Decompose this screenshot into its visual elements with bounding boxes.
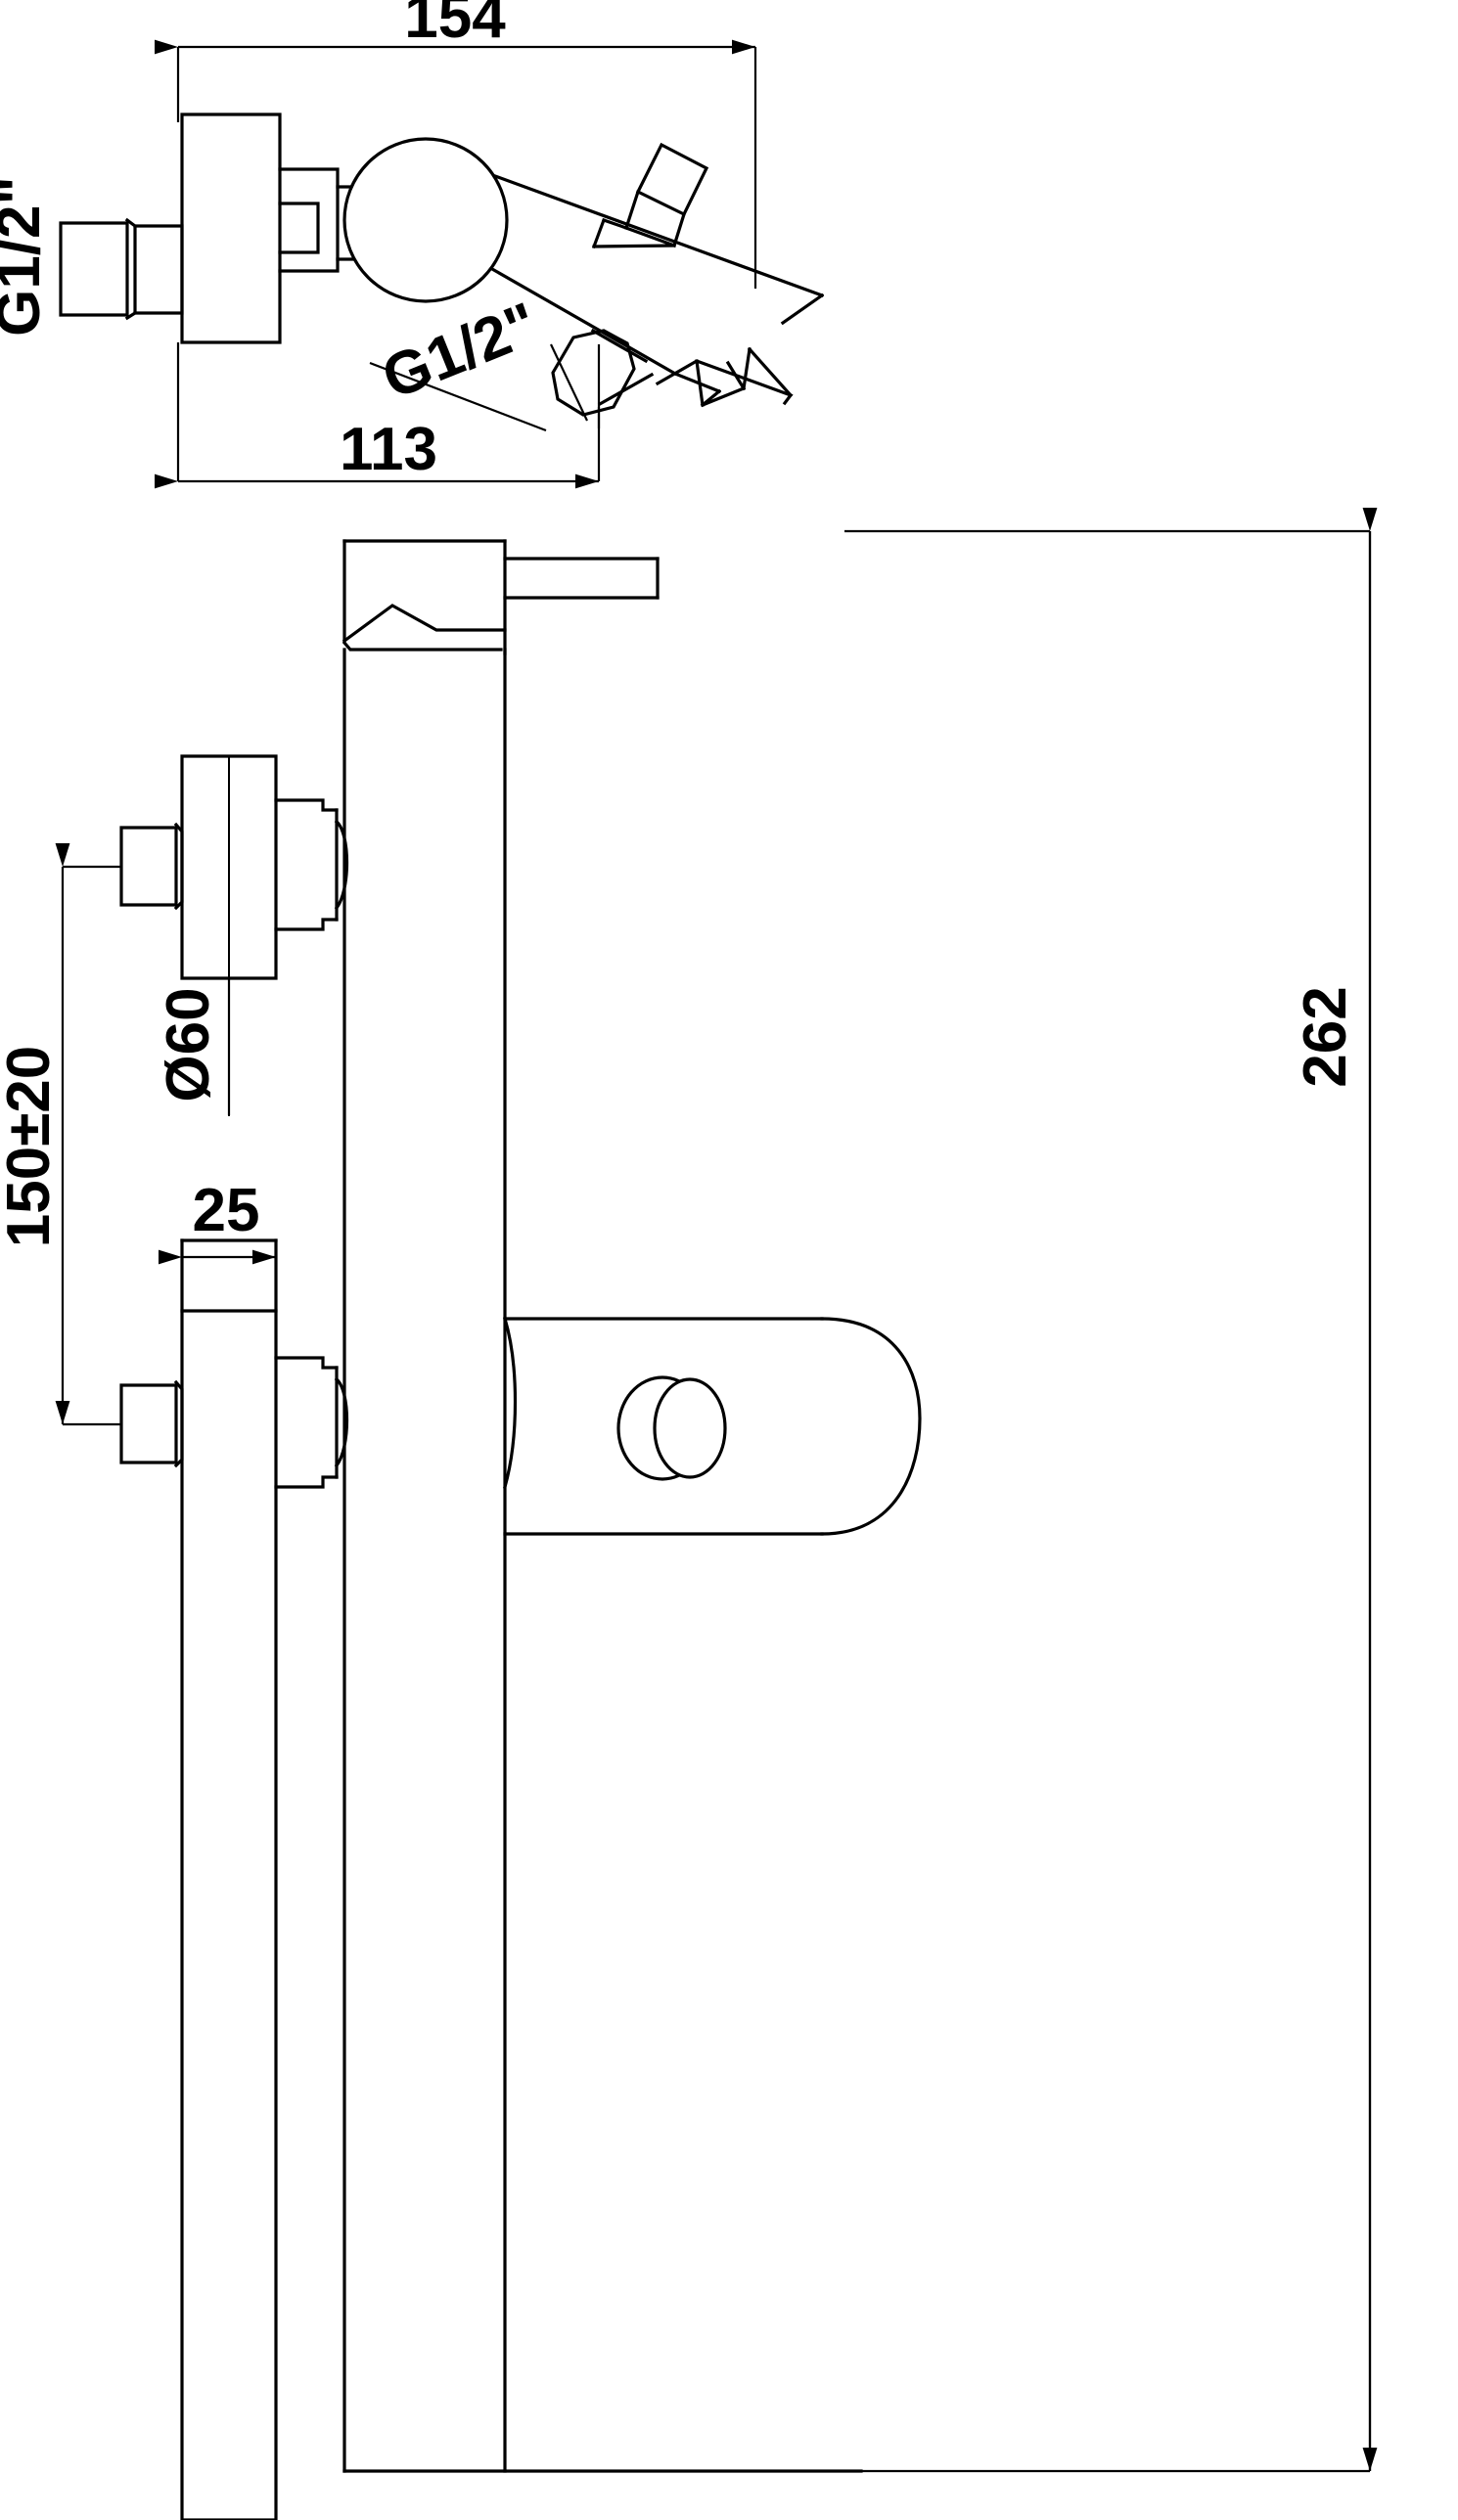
front-lever-handle: [342, 539, 660, 655]
dimension-262: [844, 507, 1378, 2473]
top-view: [59, 39, 825, 489]
top-spout-outlet: [551, 328, 655, 417]
top-stem-boss: [278, 167, 354, 273]
top-wall-flange: [180, 112, 282, 344]
dimension-labels: 154 113 G1/2" G1/2" 262 150±20 Ø60 25: [0, 0, 1359, 1247]
front-flange-lower: [119, 1238, 349, 2520]
dimension-154: [154, 39, 757, 289]
top-body-outline: [489, 173, 825, 394]
dimension-text-150-20: 150±20: [0, 1046, 63, 1247]
top-diverter-detail: [655, 346, 794, 408]
front-view: [55, 507, 1378, 2520]
outlet-thread-leader: [369, 343, 601, 432]
front-spout: [503, 1317, 922, 1536]
dimension-text-diameter-60: Ø60: [155, 987, 222, 1102]
front-body: [342, 648, 863, 2473]
dimension-150-20: [55, 842, 121, 1426]
top-body-circle: [342, 137, 509, 303]
dimension-text-25: 25: [193, 1177, 260, 1244]
dimension-25: [158, 1240, 278, 1265]
dimension-text-262: 262: [1292, 986, 1359, 1087]
top-handle: [591, 142, 709, 249]
dimension-text-thread-left: G1/2": [0, 176, 53, 337]
dimension-text-154: 154: [404, 0, 506, 51]
dimension-text-113: 113: [340, 416, 437, 483]
